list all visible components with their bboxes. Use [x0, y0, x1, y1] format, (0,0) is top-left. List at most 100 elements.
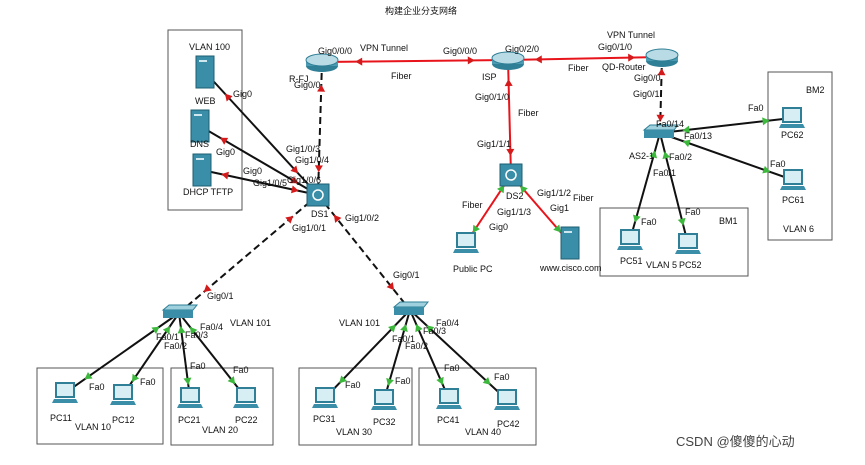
pc-pc21[interactable]: PC21 — [177, 387, 203, 425]
pc-icon — [110, 384, 136, 405]
port-label: Gig0/1 — [633, 89, 660, 99]
pc-pubpc[interactable]: Public PC — [453, 232, 493, 274]
port-status-indicator — [436, 376, 444, 385]
pc-pc32[interactable]: PC32 — [371, 389, 397, 427]
router-isp[interactable]: ISP — [482, 51, 525, 82]
port-status-indicator — [203, 284, 212, 292]
port-status-indicator — [682, 139, 691, 148]
device-label: DS2 — [506, 191, 524, 201]
switch-asL[interactable] — [161, 304, 199, 318]
device-label: PC31 — [313, 414, 336, 424]
pc-icon — [177, 387, 203, 408]
group-label-vlan20: VLAN 20 — [202, 425, 238, 435]
port-label: Fa0/4 — [200, 322, 223, 332]
port-status-indicator — [415, 324, 423, 333]
router-qd[interactable]: QD-Router — [602, 48, 679, 72]
switch-asR[interactable] — [392, 301, 430, 315]
link-label: VPN Tunnel — [607, 30, 655, 40]
port-label: Fa0/2 — [164, 341, 187, 351]
port-label: Fa0/14 — [656, 119, 684, 129]
port-status-indicator — [553, 224, 561, 233]
server-web[interactable]: WEB — [195, 55, 216, 106]
port-status-indicator — [285, 216, 294, 224]
pc-icon — [617, 229, 643, 250]
server-dns[interactable]: DNS — [190, 109, 210, 149]
port-label: Fa0 — [89, 382, 105, 392]
l3switch-ds1[interactable]: DS1 — [306, 183, 330, 219]
switch-as2[interactable]: AS2-1 — [629, 124, 680, 161]
switch-icon — [642, 124, 680, 138]
device-label: QD-Router — [602, 62, 646, 72]
port-status-indicator — [649, 150, 658, 159]
port-status-indicator — [632, 214, 641, 223]
device-label: PC42 — [497, 419, 520, 429]
pc-pc51[interactable]: PC51 — [617, 229, 643, 266]
link-as2-pc52 — [659, 132, 689, 245]
pc-pc52[interactable]: PC52 — [675, 233, 702, 270]
link-rfj-ds1 — [314, 61, 326, 196]
port-label: Fa0/3 — [423, 326, 446, 336]
group-label-vlan30: VLAN 30 — [336, 427, 372, 437]
port-label: Gig1/1/1 — [477, 139, 511, 149]
port-label: Gig0 — [243, 166, 262, 176]
port-status-indicator — [677, 217, 686, 226]
port-status-indicator — [162, 326, 171, 335]
port-label: Fa0 — [395, 376, 411, 386]
device-label: Public PC — [453, 264, 493, 274]
port-status-indicator — [400, 324, 408, 332]
pc-icon — [371, 389, 397, 410]
device-label: AS2-1 — [629, 151, 654, 161]
port-status-indicator — [504, 79, 513, 87]
link-dns-ds1 — [199, 125, 319, 196]
device-label: DS1 — [311, 209, 329, 219]
pc-pc41[interactable]: PC41 — [436, 388, 462, 425]
port-label: Gig0/0/0 — [443, 46, 477, 56]
port-status-indicator — [386, 282, 395, 291]
server-dhcp[interactable]: DHCP TFTP — [183, 153, 233, 197]
pc-pc11[interactable]: PC11 — [50, 382, 78, 423]
watermark: CSDN @傻傻的心动 — [676, 434, 795, 449]
port-status-indicator — [472, 224, 480, 233]
port-label: Gig0/0 — [294, 80, 321, 90]
link-label: VPN Tunnel — [360, 43, 408, 53]
group-label-vlan100: VLAN 100 — [189, 42, 230, 52]
pc-pc62[interactable]: PC62 — [779, 107, 805, 140]
port-label: Gig1 — [550, 203, 569, 213]
port-label: Fa0/4 — [436, 318, 459, 328]
link-rfj-isp — [321, 56, 509, 66]
port-label: Gig0/2/0 — [505, 44, 539, 54]
port-status-indicator — [221, 171, 229, 180]
port-label: Fa0 — [685, 207, 701, 217]
port-label: Gig0 — [489, 222, 508, 232]
router-rfj[interactable]: R-FJ — [289, 53, 339, 84]
port-status-indicator — [333, 214, 342, 223]
group-label-bm1: BM1 — [719, 216, 738, 226]
device-label: PC61 — [782, 195, 805, 205]
pc-icon — [453, 232, 479, 253]
switch-icon — [392, 301, 430, 315]
pc-pc61[interactable]: PC61 — [780, 169, 806, 205]
pc-pc31[interactable]: PC31 — [312, 387, 338, 424]
link-asL-pc22 — [178, 312, 247, 399]
port-status-indicator — [224, 93, 233, 102]
group-label-vlan101-right: VLAN 101 — [339, 318, 380, 328]
port-label: Gig1/0/6 — [287, 175, 321, 185]
server-cisco[interactable]: www.cisco.com — [539, 226, 602, 273]
l3switch-ds2[interactable]: DS2 — [499, 163, 524, 201]
group-box-vlan100 — [167, 29, 243, 211]
pc-pc12[interactable]: PC12 — [110, 384, 136, 425]
port-status-indicator — [534, 55, 542, 64]
port-label: Fa0/1 — [392, 334, 415, 344]
pc-icon — [233, 387, 259, 408]
group-box-bm1 — [599, 207, 749, 277]
device-label: PC62 — [781, 130, 804, 140]
port-status-indicator — [506, 148, 515, 156]
device-label: WEB — [195, 96, 216, 106]
link-ds1-asL — [178, 194, 319, 314]
link-label: Fiber — [391, 71, 412, 81]
pc-icon — [52, 382, 78, 403]
pc-pc22[interactable]: PC22 — [233, 387, 259, 425]
pc-pc42[interactable]: PC42 — [494, 389, 520, 429]
port-status-indicator — [497, 185, 505, 194]
